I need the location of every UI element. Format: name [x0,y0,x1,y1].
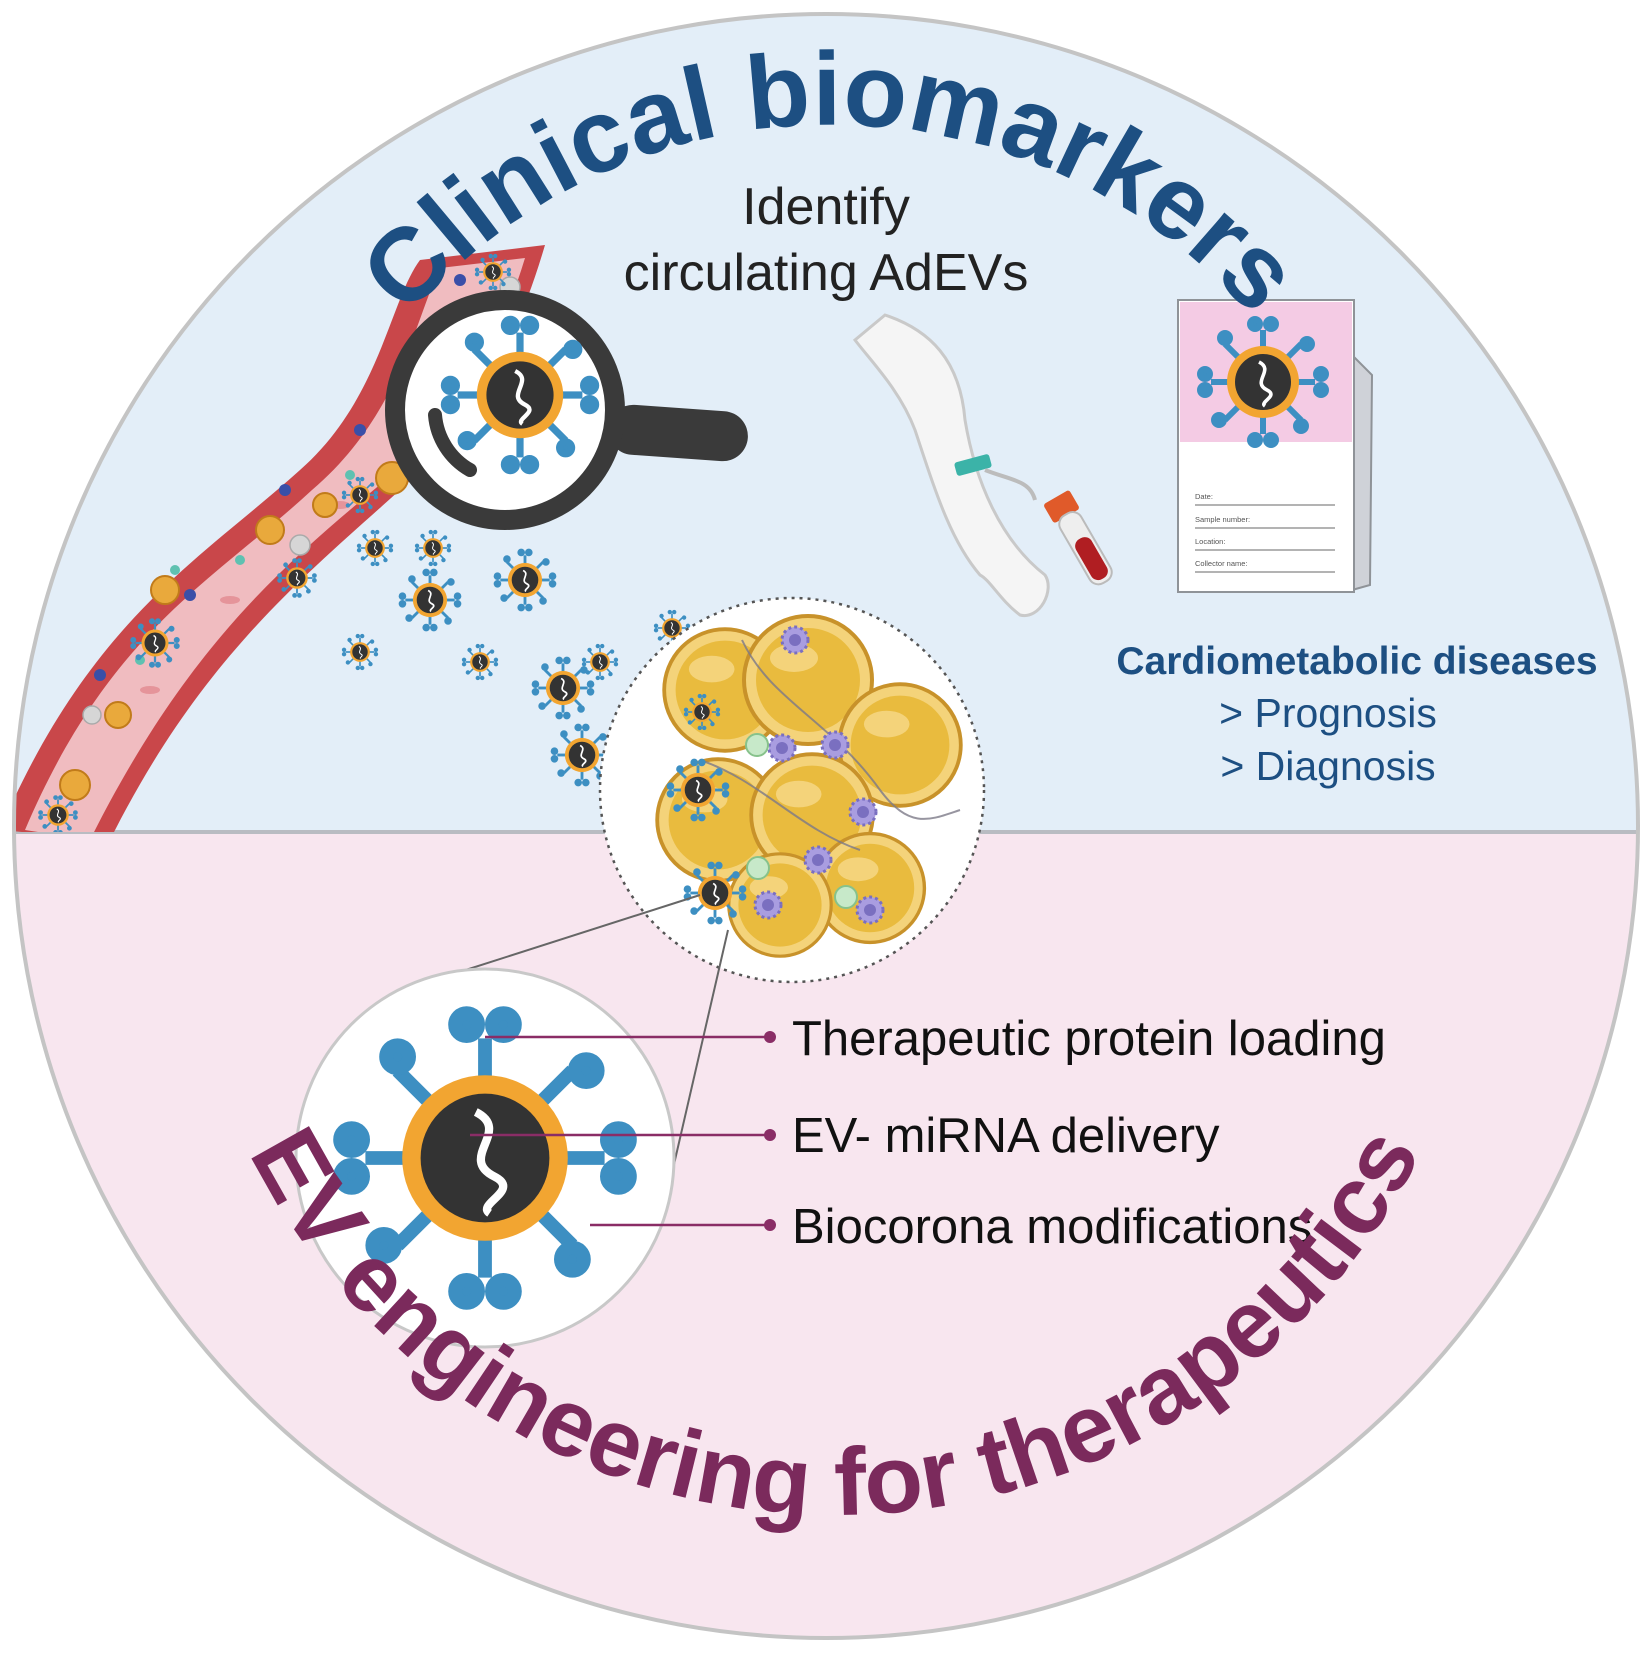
callout-connectors [470,1035,768,1227]
callout-biocorona: Biocorona modifications [792,1200,1312,1254]
callout-protein-loading: Therapeutic protein loading [792,1012,1386,1066]
subtitle-line-1: Identify [742,178,910,236]
form-field-collector-name: Collector name: [1195,559,1248,568]
adipose-tissue-icon [598,596,986,984]
disease-item-diagnosis: > Diagnosis [1220,743,1435,789]
zoom-line-left [449,894,701,976]
extracellular-vesicle-icon [294,967,676,1349]
arm-blood-draw-icon [852,313,1050,617]
callout-dot-1 [764,1031,776,1043]
form-field-location: Location: [1195,537,1225,546]
callout-mirna-delivery: EV- miRNA delivery [792,1109,1220,1163]
sample-form-icon: Date: Sample number: Location: Collector… [1177,299,1374,593]
callout-dot-2 [764,1129,776,1141]
magnifier-icon [385,290,748,530]
outer-circle [12,12,1640,1640]
disease-heading: Cardiometabolic diseases [1116,640,1597,683]
callout-dot-3 [764,1219,776,1231]
form-field-sample-number: Sample number: [1195,515,1250,524]
blood-tube-icon [1044,490,1113,586]
disease-item-prognosis: > Prognosis [1219,690,1437,736]
form-field-date: Date: [1195,492,1213,501]
subtitle-line-2: circulating AdEVs [624,244,1029,302]
